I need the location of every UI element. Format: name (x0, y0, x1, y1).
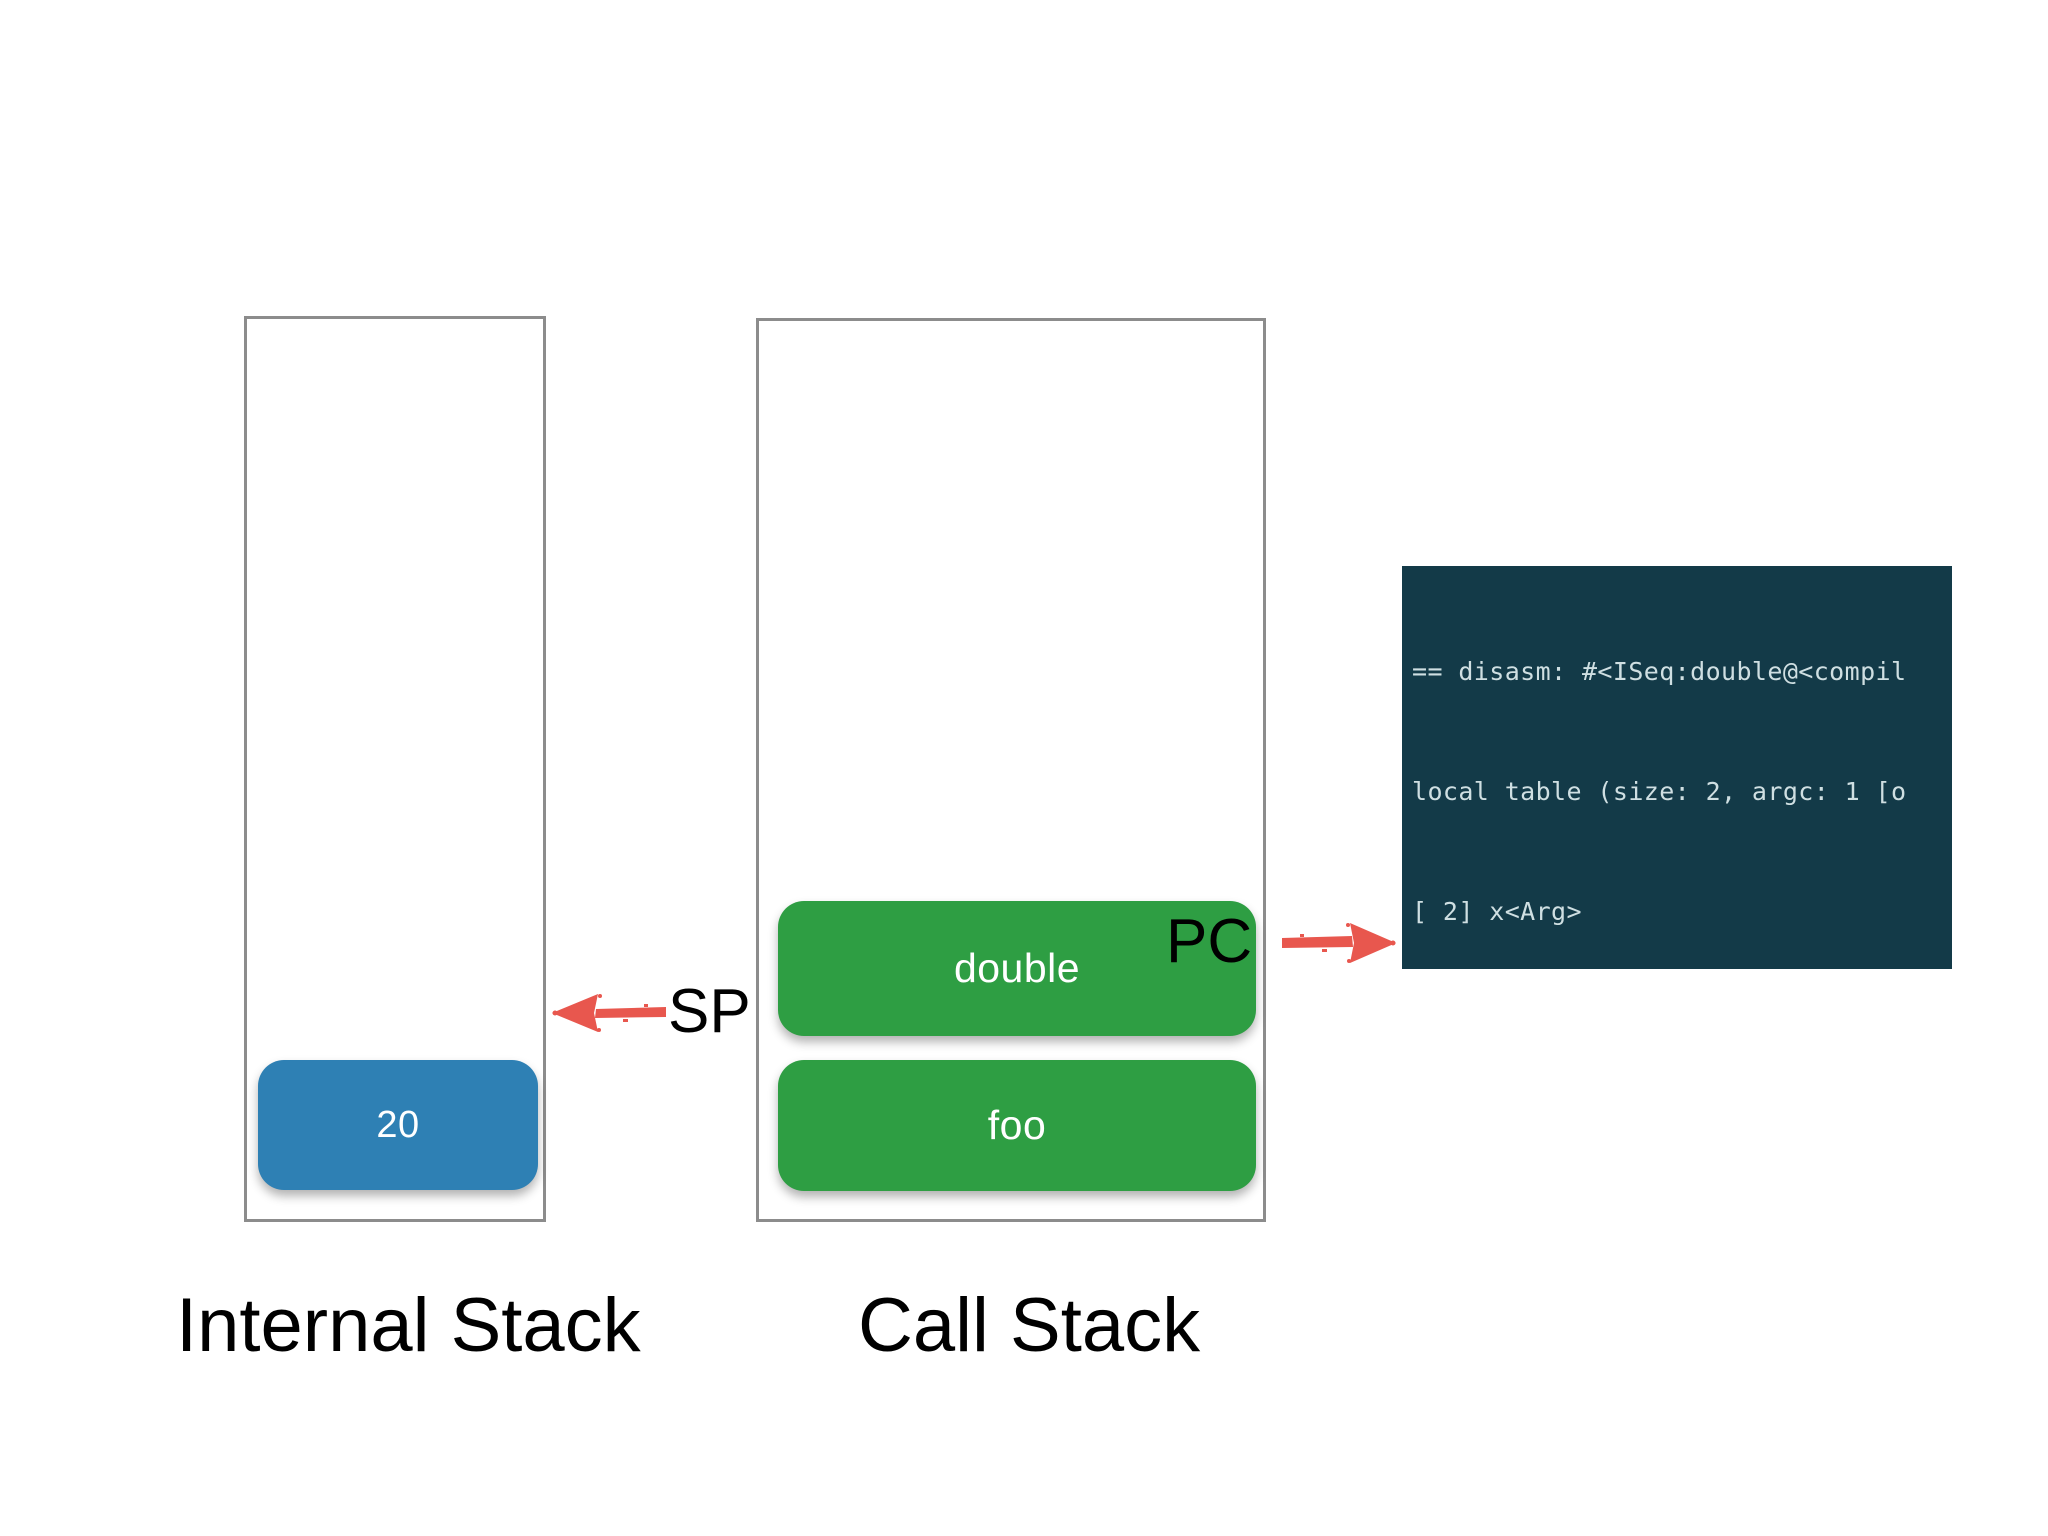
call-stack-caption: Call Stack (858, 1283, 1201, 1368)
internal-stack-cell-value[interactable]: 20 (258, 1060, 538, 1190)
terminal-line: == disasm: #<ISeq:double@<compil (1412, 657, 1907, 686)
internal-stack-caption: Internal Stack (176, 1283, 641, 1368)
sp-arrow-icon (552, 994, 666, 1032)
terminal-line: local table (size: 2, argc: 1 [o (1412, 777, 1907, 806)
call-stack-cell-double[interactable]: double (778, 901, 1256, 1036)
sp-label: SP (668, 977, 751, 1046)
call-stack-cell-foo[interactable]: foo (778, 1060, 1256, 1191)
pc-label: PC (1166, 907, 1253, 976)
terminal-line: [ 2] x<Arg> (1412, 897, 1582, 926)
pc-arrow-icon (1282, 923, 1396, 963)
disassembly-terminal-panel[interactable]: == disasm: #<ISeq:double@<compil local t… (1402, 566, 1952, 969)
terminal-output: == disasm: #<ISeq:double@<compil local t… (1402, 572, 1952, 969)
